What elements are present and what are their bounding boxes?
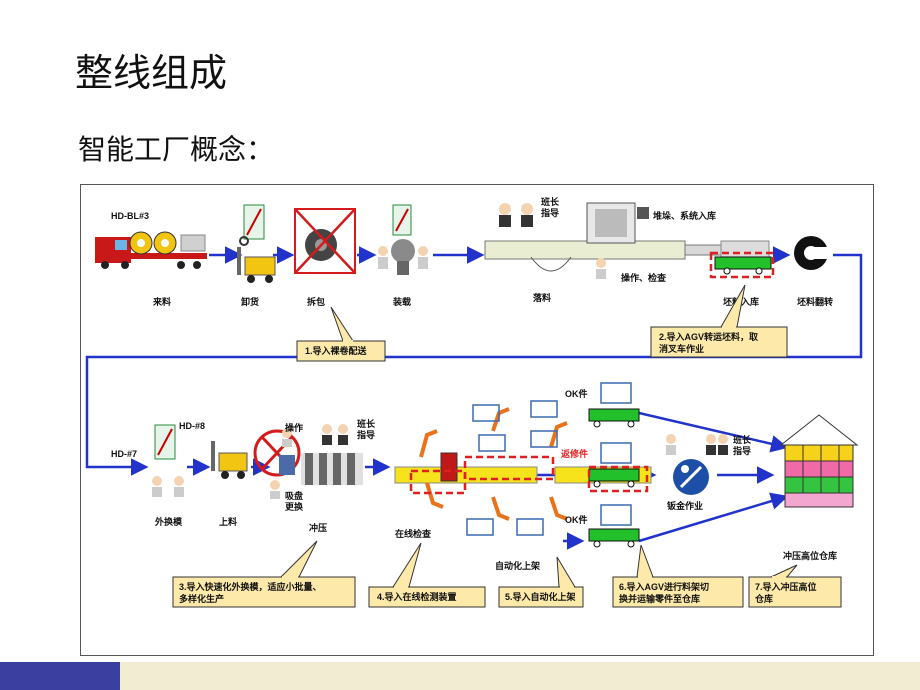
crane-hook-icon — [239, 204, 265, 246]
callout-3-text: 3.导入快速化外换模，适应小批量、多样化生产 — [179, 581, 322, 604]
line1-code: HD-BL#3 — [111, 211, 149, 221]
page-subtitle: 智能工厂概念： — [78, 133, 275, 166]
operate-check-label: 操作、检查 — [621, 272, 667, 283]
station-label-5: 落料 — [533, 292, 551, 303]
unpack-crossed-icon — [294, 208, 356, 274]
station2-label-5: 自动化上架 — [495, 560, 540, 571]
station-label-1: 来料 — [152, 296, 171, 307]
callout-3: 3.导入快速化外换模，适应小批量、多样化生产 — [172, 540, 356, 608]
callout-4: 4.导入在线检测装置 — [368, 542, 486, 608]
footer-bar — [0, 662, 920, 690]
stack-label: 堆垛、系统入库 — [653, 210, 716, 221]
station-label-3: 拆包 — [307, 296, 325, 307]
process-diagram-frame: HD-BL#3 — [80, 184, 874, 656]
leader-guide-label-3: 班长指导 — [733, 434, 752, 456]
sheet-metal-work-icon — [666, 434, 728, 495]
callout-5-text: 5.导入自动化上架 — [505, 591, 576, 602]
truck-icon — [95, 231, 207, 269]
station-label-7: 坯料翻转 — [797, 296, 833, 307]
ok-part-label-2: OK件 — [565, 514, 588, 525]
callout-7-text: 7.导入冲压高位仓库 — [754, 581, 817, 604]
callout-2-text: 2.导入AGV转运坯料，取消叉车作业 — [659, 331, 759, 354]
page-title: 整线组成 — [75, 51, 228, 95]
callout-2: 2.导入AGV转运坯料，取消叉车作业 — [650, 284, 788, 358]
agv-cart-ok-2 — [588, 504, 640, 548]
process-flow-diagram: HD-BL#3 — [85, 196, 863, 608]
station-label-2: 卸货 — [241, 296, 259, 307]
callout-4-text: 4.导入在线检测装置 — [377, 591, 457, 602]
callout-6-text: 6.导入AGV进行料架切换并运输零件至仓库 — [619, 581, 709, 604]
station2-label-1: 外换模 — [154, 516, 183, 527]
row1-flow-arrows — [85, 246, 863, 476]
blank-flip-icon — [794, 236, 833, 270]
station2-label-4: 在线检查 — [395, 528, 432, 539]
line2-code-press: HD-#8 — [179, 421, 205, 431]
loading-forklift-icon — [211, 441, 248, 479]
callout-6: 6.导入AGV进行料架切换并运输零件至仓库 — [612, 544, 744, 608]
press-operate-label: 操作 — [285, 422, 303, 433]
callout-5: 5.导入自动化上架 — [498, 556, 584, 608]
callout-7: 7.导入冲压高位仓库 — [748, 564, 842, 608]
callout-1: 1.导入裸卷配送 — [296, 306, 386, 362]
station-label-4: 装载 — [392, 296, 411, 307]
leader-guide-label-1: 班长指导 — [541, 196, 560, 218]
blanking-line-icon — [484, 202, 734, 279]
leader-guide-label-2: 班长指导 — [357, 418, 376, 440]
footer-accent-block — [0, 662, 120, 690]
blank-storage-agv-icon — [709, 240, 775, 279]
repair-part-label: 返修件 — [561, 448, 588, 459]
agv-cart-ok-1 — [588, 382, 640, 428]
inline-inspection-icon — [394, 429, 555, 509]
die-change-icon — [152, 424, 184, 497]
ok-part-label-1: OK件 — [565, 388, 588, 399]
stamping-icon — [253, 424, 363, 499]
forklift-icon — [237, 247, 276, 283]
loading-station-icon — [378, 204, 428, 275]
agv-cart-repair — [587, 442, 649, 493]
station2-label-7: 冲压高位仓库 — [783, 550, 837, 561]
line2-code-in: HD-#7 — [111, 449, 137, 459]
station2-label-6: 钣金作业 — [667, 500, 703, 511]
station2-label-2: 上料 — [219, 516, 237, 527]
station2-label-3: 冲压 — [309, 522, 327, 533]
suction-change-label: 吸盘更换 — [285, 490, 304, 512]
high-bay-warehouse-icon — [779, 414, 859, 508]
callout-1-text: 1.导入裸卷配送 — [305, 345, 368, 356]
